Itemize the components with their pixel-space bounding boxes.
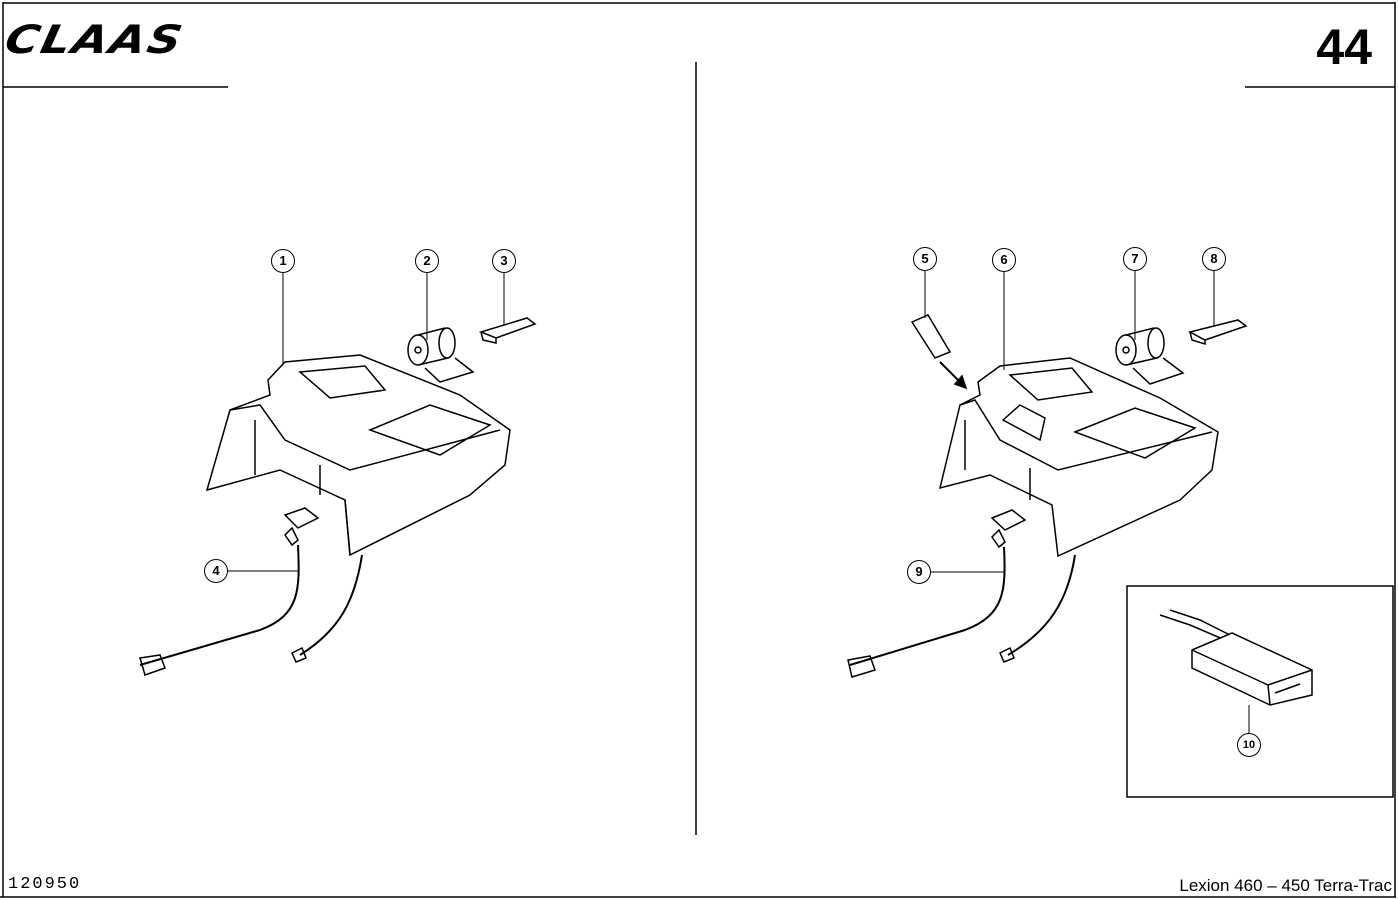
card-right [910, 314, 968, 390]
document-number: 120950 [8, 875, 82, 894]
callout-4: 4 [204, 559, 228, 583]
cable-right [847, 509, 1076, 678]
bracket-right [1187, 319, 1248, 346]
terminal-console-left [205, 354, 511, 557]
callout-5: 5 [913, 247, 937, 271]
paper-roll-left [407, 327, 475, 383]
callout-6: 6 [992, 248, 1016, 272]
model-label: Lexion 460 – 450 Terra-Trac [1179, 876, 1392, 895]
inset-box [1126, 585, 1394, 798]
terminal-console-right [938, 357, 1219, 558]
bracket-left [478, 317, 537, 344]
cable-left [139, 507, 363, 676]
page-number: 44 [1316, 19, 1372, 75]
callout-9: 9 [907, 560, 931, 584]
callout-2: 2 [415, 249, 439, 273]
callout-1: 1 [271, 249, 295, 273]
callout-3: 3 [492, 249, 516, 273]
leader-lines [228, 270, 1250, 733]
callout-10: 10 [1237, 733, 1261, 757]
callout-8: 8 [1202, 247, 1226, 271]
paper-roll-right [1115, 327, 1185, 385]
callout-7: 7 [1123, 247, 1147, 271]
claas-logo: CLAAS [0, 16, 189, 63]
